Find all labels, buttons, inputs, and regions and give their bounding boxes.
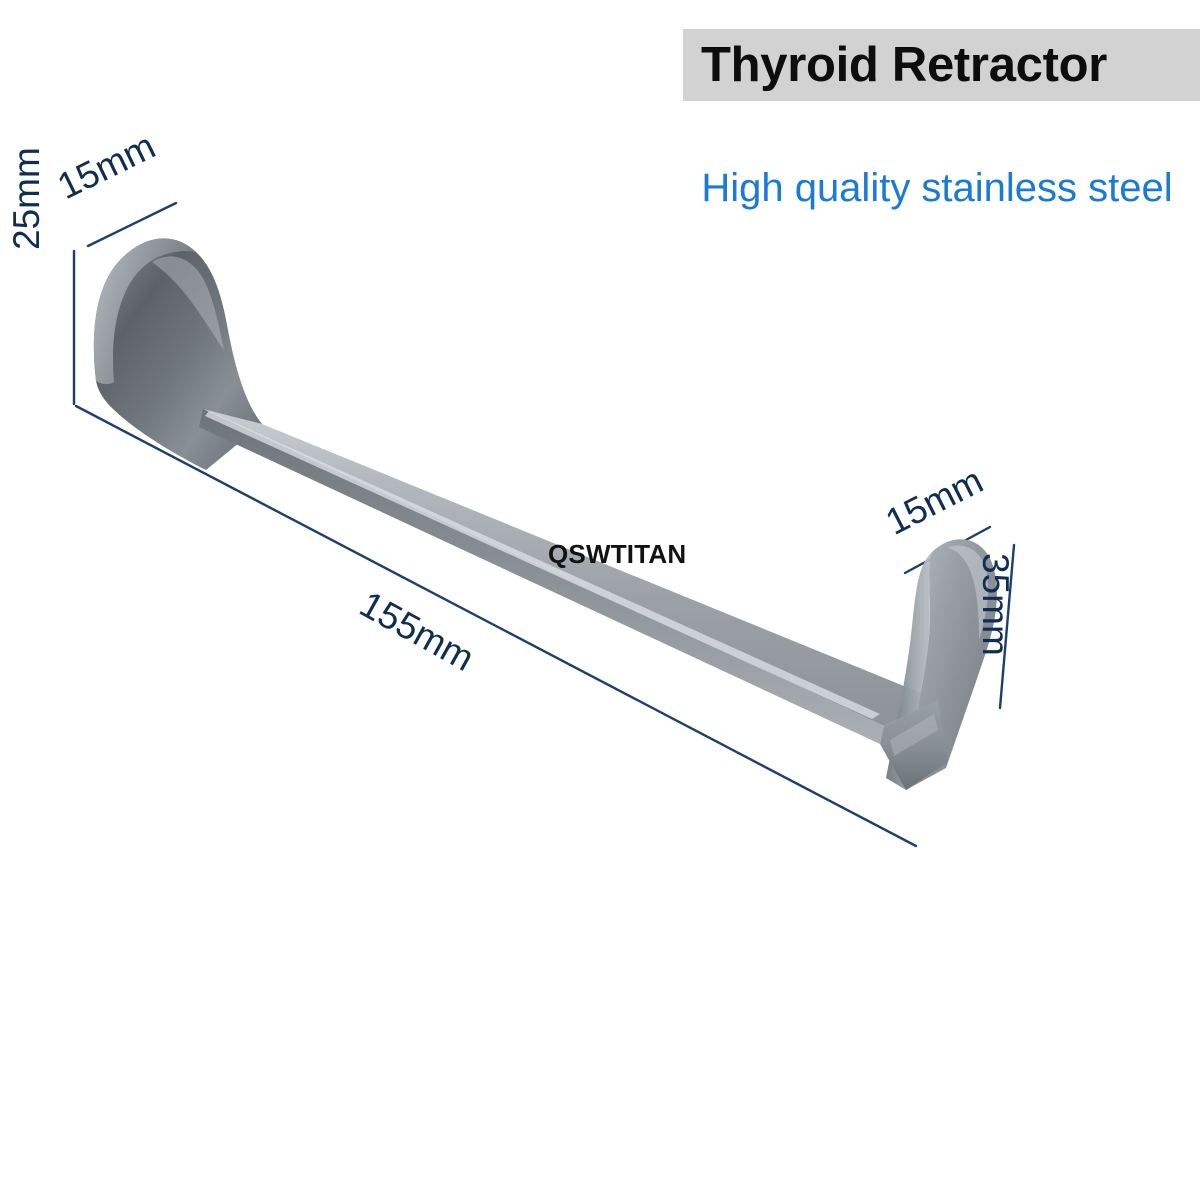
retractor-body [93, 238, 997, 790]
dimension-label-left-hook-height: 25mm [6, 147, 47, 250]
blade-edge-face [199, 409, 884, 744]
left-hook [93, 238, 262, 470]
right-hook-foot-highlight [890, 714, 938, 756]
right-hook-foot [880, 700, 948, 790]
right-hook-shadow-edge [886, 553, 931, 790]
brand-watermark: QSWTITAN [548, 539, 687, 569]
title-banner: Thyroid Retractor [683, 29, 1200, 101]
dim-line-155mm [74, 404, 918, 848]
left-hook-highlight [152, 256, 224, 350]
dimension-label-overall-length: 155mm [353, 583, 481, 679]
page-title: Thyroid Retractor [701, 37, 1108, 92]
dimension-label-right-hook-height: 35mm [975, 553, 1016, 656]
dimension-label-right-blade-width: 15mm [879, 459, 990, 543]
subtitle: High quality stainless steel [701, 166, 1173, 210]
dimension-label-left-blade-width: 15mm [51, 125, 162, 208]
left-hook-rim [93, 238, 196, 385]
dim-line-15mm-left [86, 201, 178, 248]
blade-top-highlight [205, 411, 880, 719]
